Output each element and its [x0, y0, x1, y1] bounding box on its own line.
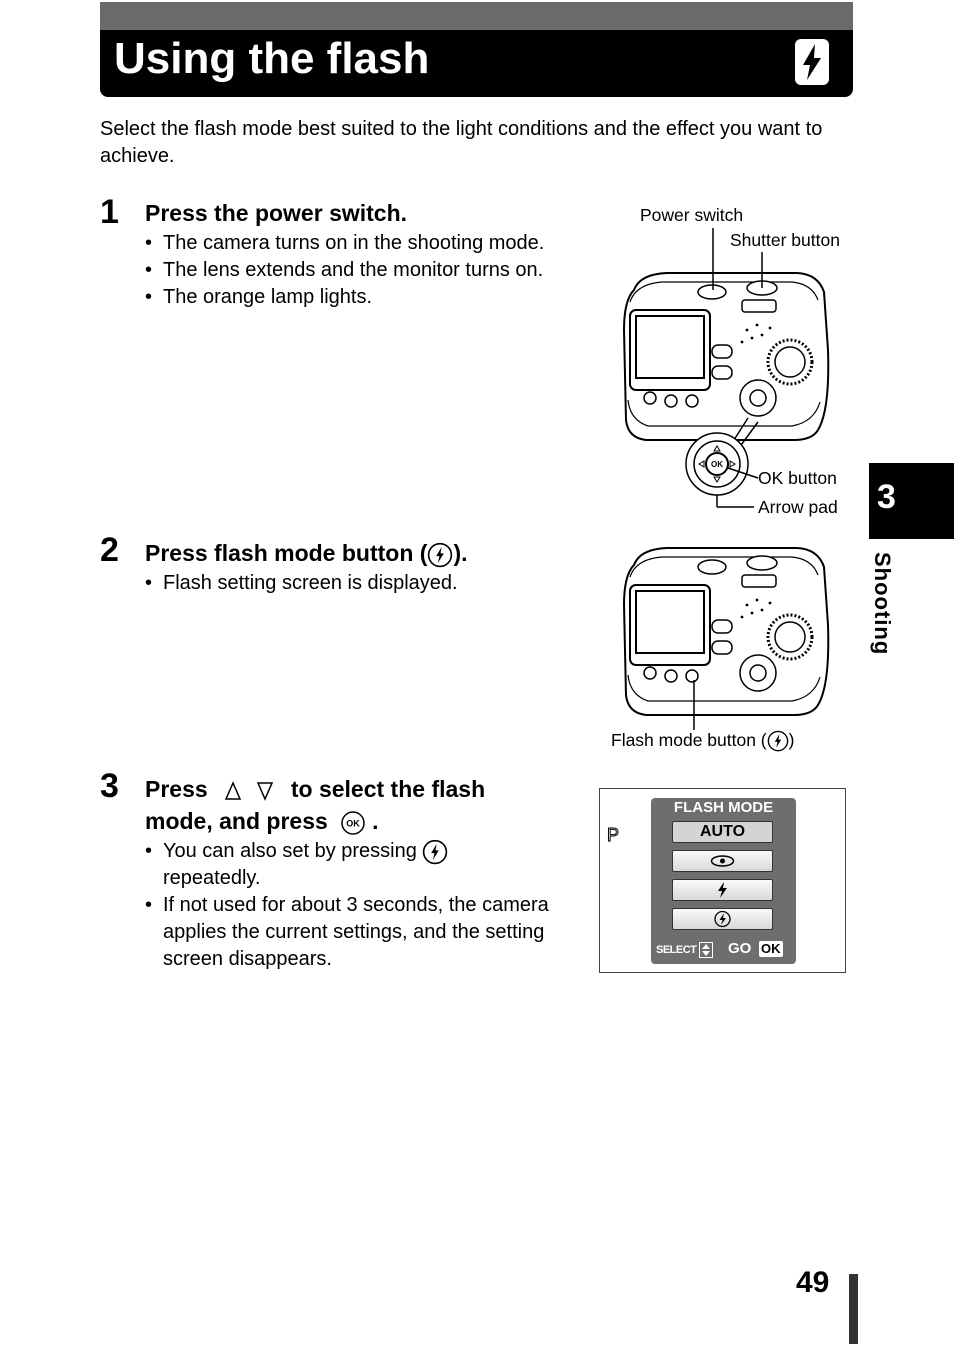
step-3-bullets: You can also set by pressing repeatedly.… [145, 838, 570, 973]
step-3-heading-press: Press [145, 776, 208, 802]
step-3-number: 3 [100, 767, 119, 805]
step-3-bullet-1-end: repeatedly. [163, 867, 261, 889]
list-item: The lens extends and the monitor turns o… [145, 257, 565, 284]
program-mode-icon: P [607, 826, 620, 844]
select-hint: SELECT [656, 942, 713, 958]
step-3-heading-line-2: mode, and press OK. [145, 805, 379, 837]
title-bar-top-strip [100, 2, 853, 30]
step-3-heading-mid: to select the flash [290, 776, 486, 802]
flash-off-icon [714, 910, 731, 928]
arrow-pad-ok-label: OK [711, 460, 723, 469]
chapter-label: Shooting [863, 552, 909, 662]
up-down-arrows-icon [698, 942, 713, 958]
page-number-bar [849, 1274, 858, 1344]
flash-mode-menu-title: FLASH MODE [673, 799, 774, 816]
program-mode-letter: P [607, 826, 619, 844]
flash-icon [795, 39, 829, 85]
flash-mode-button-label: Flash mode button () [611, 730, 794, 752]
flash-option-fill-in[interactable] [672, 879, 773, 901]
intro-text: Select the flash mode best suited to the… [100, 118, 823, 167]
flash-option-red-eye[interactable] [672, 850, 773, 872]
arrow-up-icon [224, 781, 242, 800]
step-2-number: 2 [100, 531, 119, 569]
ok-icon-text: OK [346, 818, 360, 828]
flash-mode-button-label-start: Flash mode button ( [611, 730, 767, 750]
step-3-heading-line-1: Press to select the flash [145, 773, 485, 805]
ok-button-icon: OK [341, 811, 365, 835]
page-number: 49 [796, 1266, 830, 1299]
flash-mode-icon [427, 542, 453, 568]
step-3-heading-end: . [372, 808, 379, 834]
fill-in-flash-icon [718, 882, 727, 898]
step-1-bullets: The camera turns on in the shooting mode… [145, 230, 565, 311]
flash-mode-button-label-end: ) [788, 730, 795, 750]
flash-mode-menu-panel: FLASH MODE AUTO SELECT GO OK [651, 798, 796, 964]
chapter-number: 3 [877, 478, 896, 516]
ok-button-label: OK button [758, 468, 837, 488]
arrow-down-icon [257, 782, 274, 801]
step-2-heading-start: Press flash mode button ( [145, 540, 428, 566]
red-eye-icon [710, 855, 735, 867]
chapter-label-text: Shooting [870, 552, 895, 656]
step-3-heading-line2: mode, and press [145, 808, 328, 834]
figure-1-callouts: OK [685, 228, 763, 508]
list-item: The orange lamp lights. [145, 284, 565, 311]
select-hint-label: SELECT [656, 943, 697, 956]
step-3-bullet-1-start: You can also set by pressing [163, 840, 417, 862]
arrow-pad-label: Arrow pad [758, 497, 838, 517]
figure-2-callouts [693, 680, 695, 730]
page-title: Using the flash [114, 34, 430, 83]
step-1-heading: Press the power switch. [145, 200, 408, 226]
chapter-tab: 3 [869, 463, 954, 539]
step-2-bullets: Flash setting screen is displayed. [145, 570, 565, 597]
camera-figure-2: Flash mode button () [600, 540, 860, 760]
ok-hint-badge: OK [759, 941, 783, 957]
shutter-button-label: Shutter button [730, 230, 840, 250]
step-2-heading-end: ). [453, 540, 468, 566]
list-item: The camera turns on in the shooting mode… [145, 230, 565, 257]
title-bar: Using the flash [100, 2, 853, 97]
camera-figure-1: Power switch Shutter button OK OK button… [600, 200, 860, 520]
flash-option-auto[interactable]: AUTO [672, 821, 773, 843]
flash-mode-screen: P FLASH MODE AUTO SELECT GO OK [599, 788, 846, 973]
step-2-heading: Press flash mode button (). [145, 537, 468, 569]
step-1-number: 1 [100, 193, 119, 231]
list-item: Flash setting screen is displayed. [145, 570, 565, 597]
flash-option-off[interactable] [672, 908, 773, 930]
flash-mode-icon [767, 730, 789, 752]
power-switch-label: Power switch [640, 205, 744, 225]
go-hint-label: GO [728, 940, 752, 957]
list-item: If not used for about 3 seconds, the cam… [145, 892, 570, 973]
list-item: You can also set by pressing repeatedly. [145, 838, 570, 892]
flash-mode-icon [422, 839, 448, 865]
